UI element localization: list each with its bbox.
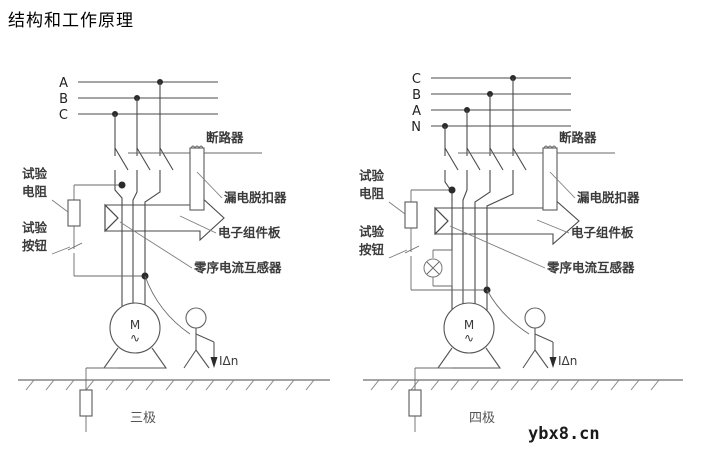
- phase-label-b: B: [59, 92, 68, 107]
- phase-label-n: N: [411, 120, 421, 135]
- diagram-caption-three-pole: 三极: [130, 411, 156, 426]
- ground-symbol: [363, 379, 683, 391]
- label-leakage-release: 漏电脱扣器: [224, 190, 287, 205]
- phase-label-b: B: [412, 88, 421, 103]
- diagram-caption-four-pole: 四极: [469, 411, 495, 426]
- leakage-current-label: IΔn: [219, 354, 238, 368]
- diagram-three-pole: A B C: [0, 50, 353, 460]
- test-resistor-symbol: [67, 199, 81, 227]
- motor-symbol: M ∿: [436, 302, 502, 369]
- fault-current-path: [144, 275, 191, 335]
- indicator-lamp-symbol: [423, 249, 453, 287]
- label-electronic-board: 电子组件板: [218, 225, 281, 240]
- site-watermark: ybx8.cn: [528, 424, 600, 444]
- motor-symbol: M ∿: [102, 302, 168, 369]
- label-test-resistor-line2: 电阻: [22, 184, 48, 199]
- label-test-button-line2: 按钮: [359, 242, 385, 257]
- supply-junction-dots: [442, 75, 516, 129]
- test-resistor-symbol: [404, 201, 418, 229]
- diagram-four-pole: C B A N: [353, 50, 706, 460]
- zero-sequence-ct-symbol: [434, 206, 449, 236]
- ground-symbol: [18, 379, 330, 391]
- label-zero-sequence-ct: 零序电流互感器: [546, 260, 635, 275]
- person-figure: [183, 307, 215, 369]
- person-figure: [522, 307, 554, 369]
- zero-sequence-ct-symbol: [104, 203, 119, 233]
- motor-ac-symbol: ∿: [464, 331, 474, 345]
- electronic-board-symbol: [104, 194, 225, 242]
- drop-wires: [114, 82, 161, 148]
- test-circuit: [404, 186, 487, 291]
- label-circuit-breaker: 断路器: [206, 130, 244, 145]
- label-test-button-line2: 按钮: [22, 238, 48, 253]
- supply-lines: [78, 81, 218, 115]
- label-zero-sequence-ct: 零序电流互感器: [193, 260, 282, 275]
- switch-contacts: [444, 147, 615, 171]
- label-test-button-line1: 试验: [359, 224, 385, 239]
- leakage-current-arrow: [210, 342, 218, 368]
- circuit-breaker-symbol: [542, 145, 558, 211]
- page-title: 结构和工作原理: [8, 11, 134, 31]
- circuit-breaker-symbol: [189, 145, 205, 211]
- earthing-resistor: [408, 367, 452, 432]
- motor-label: M: [130, 318, 140, 332]
- phase-label-c: C: [59, 108, 68, 123]
- phase-label-a: A: [59, 76, 68, 91]
- phase-label-c: C: [412, 72, 421, 87]
- leakage-current-label: IΔn: [558, 354, 577, 368]
- label-test-resistor-line2: 电阻: [359, 186, 385, 201]
- label-circuit-breaker: 断路器: [559, 130, 597, 145]
- switch-contacts: [114, 147, 262, 171]
- label-test-resistor-line1: 试验: [22, 166, 48, 181]
- test-circuit: [67, 181, 145, 277]
- phase-label-a: A: [412, 104, 421, 119]
- drop-wires: [444, 78, 514, 148]
- earthing-resistor: [79, 367, 118, 432]
- label-electronic-board: 电子组件板: [571, 225, 634, 240]
- label-test-resistor-line1: 试验: [359, 168, 385, 183]
- fault-current-path: [486, 289, 530, 335]
- label-leakage-release: 漏电脱扣器: [577, 190, 640, 205]
- motor-label: M: [464, 318, 474, 332]
- label-test-button-line1: 试验: [22, 220, 48, 235]
- supply-lines: [431, 77, 571, 127]
- leakage-current-arrow: [549, 342, 557, 368]
- motor-ac-symbol: ∿: [130, 331, 140, 345]
- outgoing-bus: [114, 170, 161, 312]
